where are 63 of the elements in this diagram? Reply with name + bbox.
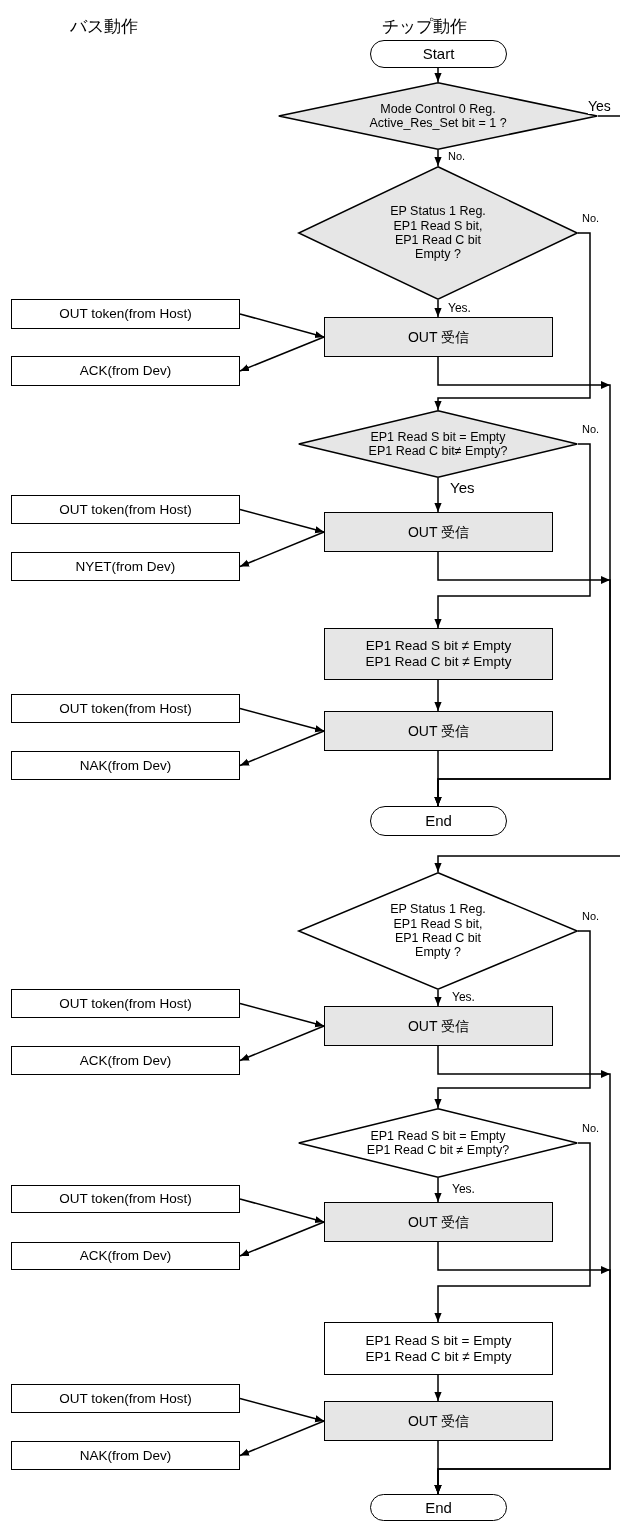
edge-label: No.: [582, 212, 600, 225]
process-box: OUT token(from Host): [11, 495, 240, 524]
process-box: OUT token(from Host): [11, 299, 240, 329]
arrow: [239, 1221, 325, 1257]
arrow: [239, 313, 325, 339]
arrow: [239, 1198, 325, 1224]
column-heading: チップ動作: [382, 18, 467, 37]
process-box: OUT 受信: [324, 1202, 553, 1242]
terminal-box: End: [370, 806, 507, 836]
process-box: EP1 Read S bit ≠ Empty EP1 Read C bit ≠ Empty: [324, 628, 553, 680]
terminal-box: Start: [370, 40, 507, 68]
decision-diamond: EP Status 1 Reg. EP1 Read S bit, EP1 Read C bit Empty ?: [298, 166, 578, 300]
process-box: OUT 受信: [324, 512, 553, 552]
arrow: [434, 299, 442, 318]
column-heading: バス動作: [70, 18, 138, 37]
process-box: OUT token(from Host): [11, 989, 240, 1018]
process-box: OUT 受信: [324, 317, 553, 357]
arrow: [239, 336, 325, 372]
process-box: NYET(from Dev): [11, 552, 240, 581]
process-box: ACK(from Dev): [11, 1242, 240, 1270]
arrow: [434, 989, 442, 1007]
process-box: OUT 受信: [324, 1401, 553, 1441]
arrow: [434, 855, 620, 873]
arrow: [239, 1397, 325, 1423]
connector-line: [597, 115, 620, 117]
process-box: OUT 受信: [324, 711, 553, 751]
edge-label: Yes: [588, 99, 611, 115]
arrow: [434, 443, 591, 629]
arrow: [434, 149, 442, 167]
arrow: [434, 1374, 442, 1402]
process-box: NAK(from Dev): [11, 751, 240, 780]
arrow: [239, 707, 325, 733]
arrow: [239, 508, 325, 534]
edge-label: No.: [448, 150, 466, 163]
process-box: EP1 Read S bit = Empty EP1 Read C bit ≠ Empty: [324, 1322, 553, 1375]
decision-diamond: EP1 Read S bit = Empty EP1 Read C bit ≠ Empty?: [298, 1108, 578, 1178]
process-box: OUT token(from Host): [11, 1384, 240, 1413]
terminal-box: End: [370, 1494, 507, 1521]
arrow: [434, 1440, 442, 1495]
arrow: [239, 531, 325, 568]
process-box: NAK(from Dev): [11, 1441, 240, 1470]
edge-label: No.: [582, 910, 600, 923]
process-box: OUT 受信: [324, 1006, 553, 1046]
arrow: [239, 1002, 325, 1028]
edge-label: No.: [582, 423, 600, 436]
arrow: [434, 1142, 591, 1323]
process-box: OUT token(from Host): [11, 1185, 240, 1213]
arrow: [239, 1420, 325, 1457]
arrow: [434, 67, 442, 83]
arrow: [434, 750, 442, 807]
process-box: OUT token(from Host): [11, 694, 240, 723]
arrow: [434, 477, 442, 513]
arrow: [434, 679, 442, 712]
arrow: [434, 232, 591, 411]
arrow: [434, 1177, 442, 1203]
process-box: ACK(from Dev): [11, 1046, 240, 1075]
arrow: [239, 1025, 325, 1062]
arrow: [239, 730, 325, 767]
edge-label: No.: [582, 1122, 600, 1135]
decision-diamond: EP1 Read S bit = Empty EP1 Read C bit≠ Empty?: [298, 410, 578, 478]
decision-diamond: EP Status 1 Reg. EP1 Read S bit, EP1 Read C bit Empty ?: [298, 872, 578, 990]
process-box: ACK(from Dev): [11, 356, 240, 386]
arrow: [434, 930, 591, 1109]
